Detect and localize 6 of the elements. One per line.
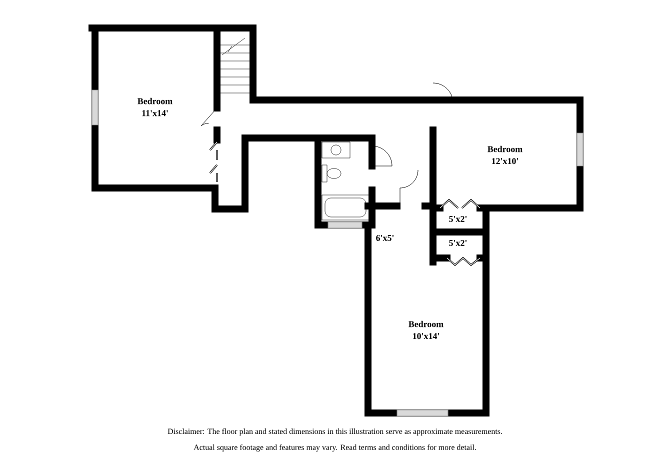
dimension-label: 5'x2' (449, 216, 467, 222)
room-label: Bedroom 12'x10' (488, 146, 522, 164)
room-label: Bedroom 10'x14' (408, 320, 444, 340)
dimension-label: 6'x5' (376, 234, 394, 241)
room-label: Bedroom 11'x14' (138, 98, 172, 116)
dimension-label: 5'x2' (449, 240, 467, 246)
